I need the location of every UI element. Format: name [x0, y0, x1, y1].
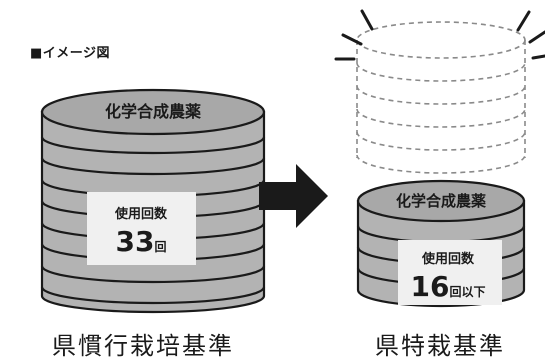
left-pesticide-stack [40, 88, 266, 314]
right-count-value: 16回以下 [411, 270, 486, 303]
legend-label: ■イメージ図 [30, 46, 111, 61]
right-pesticide-stack [356, 179, 526, 308]
right-stack-caption: 県特栽基準 [375, 332, 505, 360]
left-stack-top [40, 88, 266, 136]
left-count-card [87, 192, 196, 265]
right-card-title: 使用回数 [421, 251, 475, 267]
removed-disks-outline [356, 21, 526, 174]
right-stack-top [356, 179, 526, 223]
left-count-number: 33 [116, 225, 155, 258]
left-count-value: 33回 [116, 225, 167, 258]
right-count-card [398, 240, 502, 305]
burst-lines [334, 9, 545, 61]
right-count-number: 16 [411, 270, 450, 303]
left-card-title: 使用回数 [114, 206, 168, 222]
right-count-suffix: 回以下 [449, 285, 485, 299]
left-stack-top-label: 化学合成農薬 [105, 102, 202, 121]
right-stack-top-label: 化学合成農薬 [396, 192, 486, 210]
left-count-suffix: 回 [154, 240, 166, 254]
right-arrow-icon [259, 164, 328, 228]
left-stack-caption: 県慣行栽培基準 [52, 332, 234, 360]
